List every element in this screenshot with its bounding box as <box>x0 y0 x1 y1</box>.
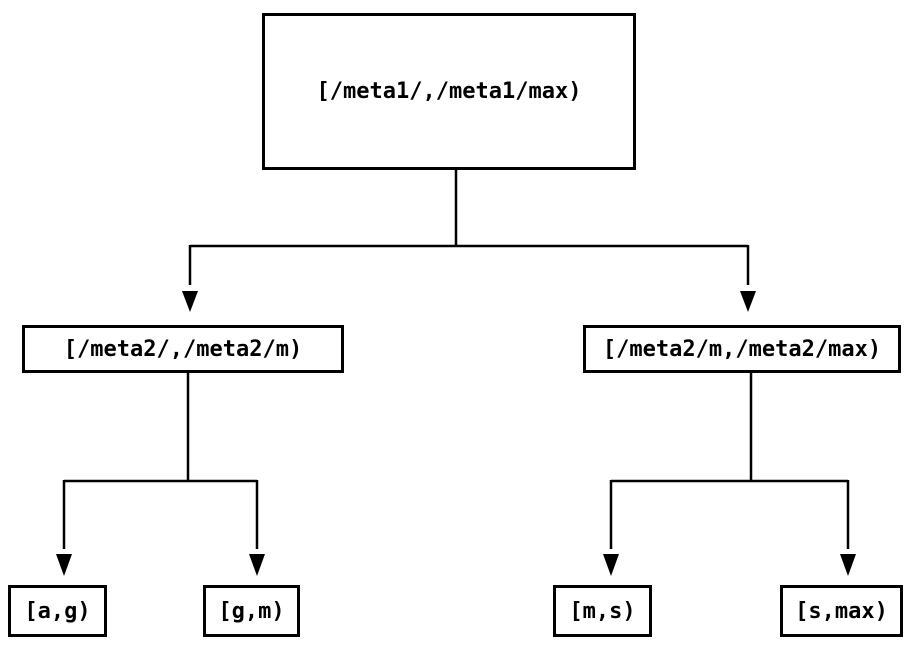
tree-node-root-label: [/meta1/,/meta1/max) <box>316 79 582 104</box>
edge-right-ms-arrowhead-icon <box>603 554 619 576</box>
edge-left-gm-arrowhead-icon <box>249 554 265 576</box>
edge-right-smax-arrowhead-icon <box>840 554 856 576</box>
tree-node-leaf-smax: [s,max) <box>780 585 903 637</box>
tree-node-right-child-label: [/meta2/m,/meta2/max) <box>602 336 882 362</box>
tree-node-right-child: [/meta2/m,/meta2/max) <box>583 325 901 373</box>
tree-node-leaf-smax-label: [s,max) <box>795 598 888 624</box>
tree-node-left-child-label: [/meta2/,/meta2/m) <box>63 336 303 362</box>
edge-left-ag-arrowhead-icon <box>56 554 72 576</box>
tree-node-leaf-ms: [m,s) <box>553 585 652 637</box>
tree-node-leaf-ms-label: [m,s) <box>569 598 636 624</box>
tree-node-leaf-ag: [a,g) <box>8 585 107 637</box>
tree-node-leaf-gm: [g,m) <box>203 585 300 637</box>
tree-node-leaf-ag-label: [a,g) <box>24 598 91 624</box>
edge-root-left-arrowhead-icon <box>182 291 198 312</box>
tree-node-leaf-gm-label: [g,m) <box>218 598 285 624</box>
edge-root-right-arrowhead-icon <box>740 291 756 312</box>
tree-node-left-child: [/meta2/,/meta2/m) <box>22 325 344 373</box>
tree-node-root: [/meta1/,/meta1/max) <box>262 13 636 170</box>
